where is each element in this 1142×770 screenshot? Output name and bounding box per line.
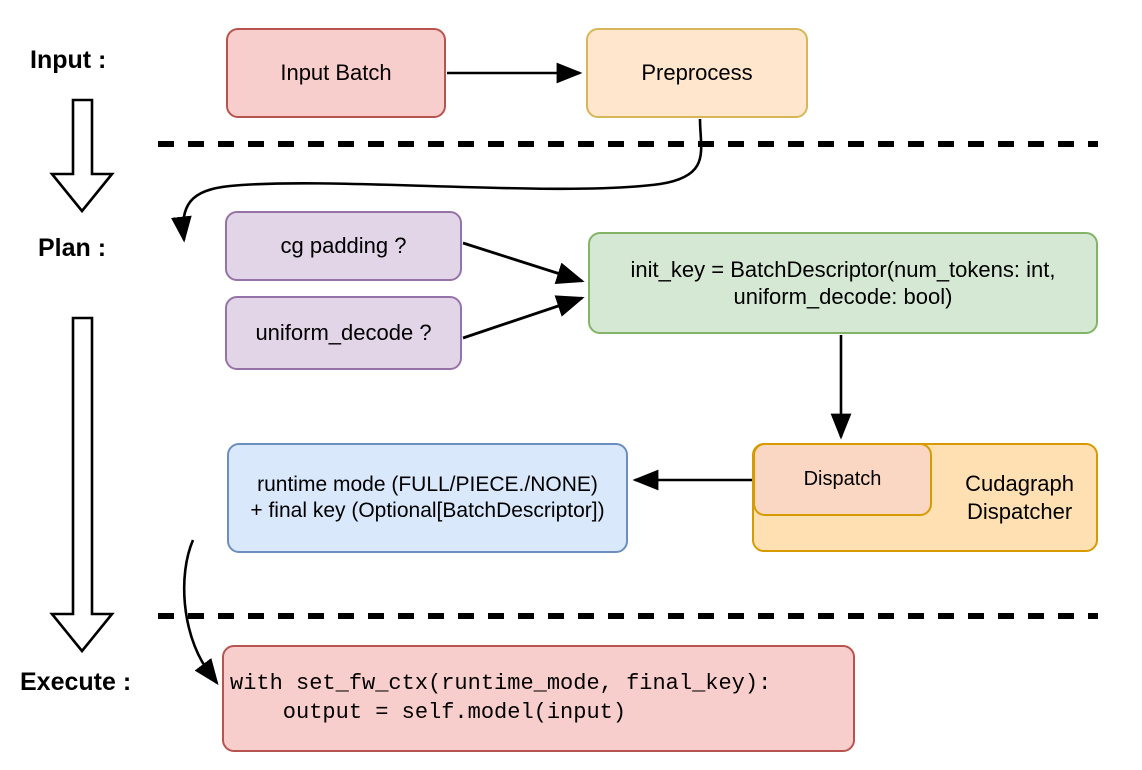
node-runtime-mode-label: runtime mode (FULL/PIECE./NONE) + final … — [250, 472, 605, 522]
node-runtime-mode[interactable]: runtime mode (FULL/PIECE./NONE) + final … — [227, 443, 628, 553]
node-init-key-label: init_key = BatchDescriptor(num_tokens: i… — [630, 256, 1056, 309]
node-input-batch[interactable]: Input Batch — [226, 28, 446, 118]
node-preprocess-label: Preprocess — [641, 60, 753, 86]
stage-label-input: Input : — [30, 46, 107, 74]
connector-runtime-mode-to-execute-code — [182, 539, 219, 686]
node-cg-padding-label: cg padding ? — [280, 233, 407, 259]
flow-arrow-plan-to-execute — [49, 316, 115, 654]
flow-arrow-input-to-plan — [49, 98, 115, 214]
connector-cg-padding-to-init-key — [462, 241, 585, 285]
node-cg-padding[interactable]: cg padding ? — [225, 211, 462, 281]
node-uniform-decode[interactable]: uniform_decode ? — [225, 296, 462, 370]
node-preprocess[interactable]: Preprocess — [586, 28, 808, 118]
node-dispatch[interactable]: Dispatch — [753, 443, 932, 516]
node-cudagraph-dispatcher-label: Cudagraph Dispatcher — [965, 471, 1074, 524]
node-input-batch-label: Input Batch — [280, 60, 392, 86]
node-dispatch-label: Dispatch — [803, 468, 882, 491]
stage-label-plan: Plan : — [38, 234, 107, 262]
node-uniform-decode-label: uniform_decode ? — [255, 320, 432, 346]
node-init-key[interactable]: init_key = BatchDescriptor(num_tokens: i… — [588, 232, 1098, 334]
node-execute-code-label: with set_fw_ctx(runtime_mode, final_key)… — [230, 670, 772, 725]
stage-label-execute: Execute : — [20, 668, 132, 696]
connector-uniform-decode-to-init-key — [462, 295, 585, 340]
node-execute-code[interactable]: with set_fw_ctx(runtime_mode, final_key)… — [222, 645, 855, 752]
